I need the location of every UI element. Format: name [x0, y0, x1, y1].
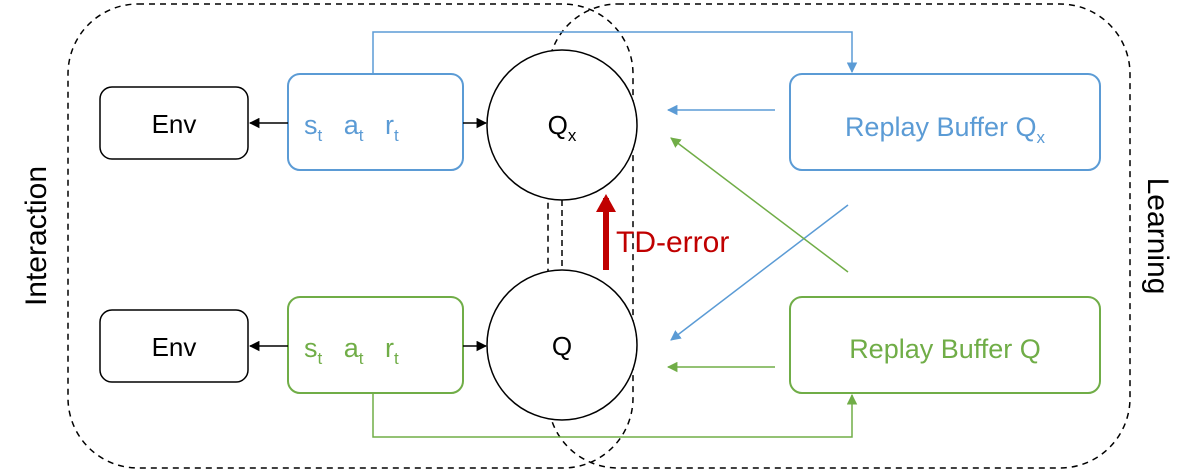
q-x-label: Qx: [548, 110, 577, 145]
arrow-buffer-qx-to-q: [670, 204, 849, 341]
interaction-region: [67, 3, 634, 469]
replay-buffer-qx-label: Replay Buffer Qx: [845, 112, 1046, 147]
env-box-bottom: [99, 309, 249, 383]
replay-buffer-q-box: [789, 296, 1101, 394]
env-label-top: Env: [152, 109, 197, 139]
replay-buffer-qx-box: [789, 73, 1101, 171]
learning-label: Learning: [1141, 178, 1174, 295]
tuple-box-bottom: [287, 296, 464, 394]
tuple-top: st at rt: [304, 110, 399, 147]
learning-region: [547, 3, 1131, 469]
q-label: Q: [552, 331, 572, 361]
tuple-bottom: st at rt: [304, 333, 399, 370]
td-error-arrowhead: [596, 194, 616, 212]
arrow-tuple-to-buffer-qx: [372, 31, 858, 74]
replay-buffer-q-label: Replay Buffer Q: [849, 334, 1041, 364]
td-error-label: TD-error: [616, 226, 729, 259]
arrow-tuple-to-buffer-q: [372, 393, 858, 438]
env-label-bottom: Env: [152, 332, 197, 362]
arrow-buffer-q-to-qx: [670, 137, 849, 273]
env-box-top: [99, 86, 249, 160]
interaction-label: Interaction: [20, 166, 53, 306]
tuple-box-top: [287, 73, 464, 171]
